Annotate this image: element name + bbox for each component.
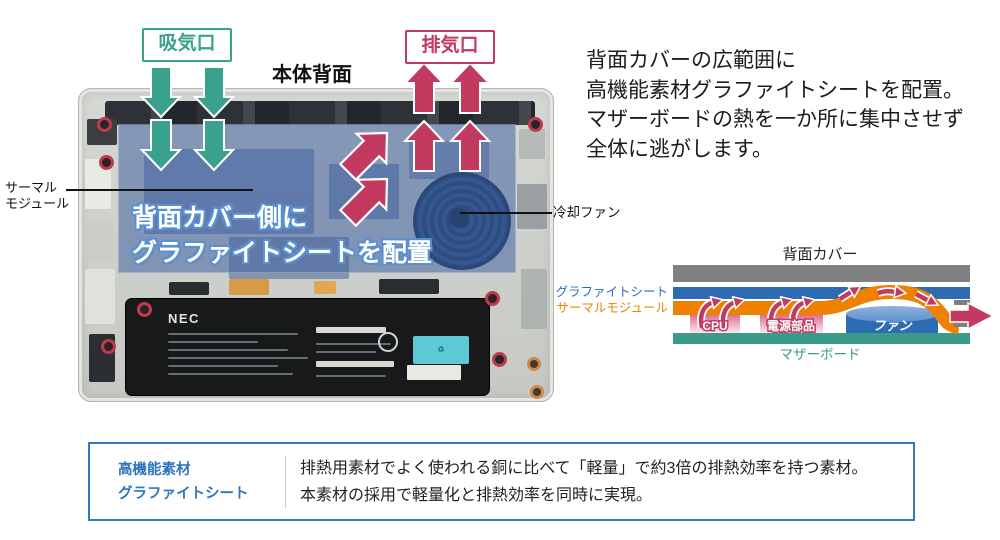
description-line3: マザーボードの熱を一か所に集中させず (586, 108, 964, 131)
thermal-module-label: サーマルモジュール (556, 301, 668, 315)
connector (379, 279, 439, 294)
cooling-fan-leader-line (460, 212, 552, 214)
battery-text-line (316, 343, 391, 345)
side-component (517, 184, 547, 229)
intake-arrow (194, 66, 234, 118)
graphite-info-box: 高機能素材 グラファイトシート 排熱用素材でよく使われる銅に比べて「軽量」で約3… (88, 442, 915, 521)
battery-text-line (168, 333, 298, 335)
certification-mark (378, 332, 398, 352)
cooling-fan-callout: 冷却ファン (553, 205, 621, 220)
thermal-module-band (673, 284, 961, 334)
thermal-module-callout-line1: サーマル (5, 180, 58, 195)
exhaust-arrow (450, 62, 490, 114)
screw (527, 357, 541, 371)
screw (137, 302, 152, 317)
info-box-title-line1: 高機能素材 (118, 461, 191, 478)
battery-text-line (168, 341, 258, 343)
battery-text-line (168, 349, 288, 351)
battery-brand: NEC (168, 311, 200, 326)
description-paragraph: 背面カバーの広範囲に 高機能素材グラファイトシートを配置。 マザーボードの熱を一… (586, 46, 964, 164)
recycle-label: ♻ (413, 336, 469, 364)
cpu-label: CPU (702, 319, 727, 333)
overlay-caption: 背面カバー側に グラファイトシートを配置 (132, 201, 432, 271)
thermal-module-callout-line2: モジュール (5, 196, 70, 211)
back-cover-bar (673, 265, 970, 282)
intake-arrow (141, 66, 181, 118)
info-box-title: 高機能素材 グラファイトシート (90, 458, 285, 506)
battery-label-strip (316, 361, 394, 367)
description-line2: 高機能素材グラファイトシートを配置。 (586, 78, 964, 102)
screw (492, 352, 507, 367)
fan-label: ファン (872, 318, 912, 333)
battery-text-line (316, 351, 376, 353)
screw (97, 117, 112, 132)
ribbon-cable (314, 281, 336, 294)
overlay-caption-line1: 背面カバー側に (132, 204, 308, 232)
thermal-module-leader-line (66, 189, 253, 191)
description-line1: 背面カバーの広範囲に (586, 49, 796, 72)
heat-arrow (876, 284, 908, 299)
side-component (521, 269, 547, 329)
ribbon-cable (229, 279, 269, 295)
heat-arrow (837, 285, 862, 303)
screw (101, 339, 116, 354)
intake-arrow (194, 119, 234, 171)
barcode-label (407, 365, 461, 380)
screw (528, 117, 543, 132)
info-box-body: 排熱用素材でよく使われる銅に比べて「軽量」で約3倍の排熱効率を持つ素材。 本素材… (286, 455, 867, 509)
battery: NEC ♻ (126, 299, 489, 395)
exhaust-arrow (404, 120, 444, 172)
vent-edge (954, 300, 970, 305)
vent-edge (954, 322, 970, 327)
description-line4: 全体に逃がします。 (586, 137, 773, 161)
side-component (85, 269, 115, 324)
heat-flow-arrow (332, 163, 403, 234)
connector (169, 282, 209, 295)
battery-text-line (168, 365, 278, 367)
info-box-body-line2: 本素材の採用で軽量化と排熱効率を同時に実現。 (300, 486, 653, 504)
exhaust-label: 排気口 (405, 30, 495, 64)
intake-label: 吸気口 (142, 28, 232, 62)
side-component (519, 129, 545, 159)
motherboard-bar (673, 333, 970, 344)
exhaust-arrow (404, 62, 444, 114)
exhaust-exit-arrow (949, 301, 995, 331)
battery-text-line (168, 373, 293, 375)
screw (99, 155, 114, 170)
cross-section-diagram: 背面カバー グラファイトシート サーマルモジュール CPU 電源部品 ファン マ… (555, 246, 995, 362)
screw (485, 291, 500, 306)
graphite-sheet-overlay (118, 124, 516, 273)
battery-text-line (168, 357, 308, 359)
screw (530, 385, 544, 399)
info-box-body-line1: 排熱用素材でよく使われる銅に比べて「軽量」で約3倍の排熱効率を持つ素材。 (300, 459, 868, 477)
body-back-label: 本体背面 (272, 64, 352, 86)
battery-text-line (316, 375, 386, 377)
info-box-title-line2: グラファイトシート (118, 485, 249, 502)
intake-arrow (141, 119, 181, 171)
info-box-divider (285, 455, 286, 508)
side-component (89, 219, 113, 259)
back-cover-label: 背面カバー (782, 246, 857, 263)
power-components-label: 電源部品 (767, 318, 815, 333)
fan-block-top (846, 306, 938, 322)
battery-label-strip (316, 327, 386, 333)
overlay-caption-line2: グラファイトシートを配置 (132, 239, 433, 267)
motherboard-label: マザーボード (780, 347, 861, 362)
heat-flow-arrow (332, 117, 403, 188)
thermal-module-callout: サーマル モジュール (5, 180, 69, 212)
heat-arrow (914, 290, 940, 307)
exhaust-arrow (450, 120, 490, 172)
graphite-sheet-label: グラファイトシート (555, 285, 668, 299)
